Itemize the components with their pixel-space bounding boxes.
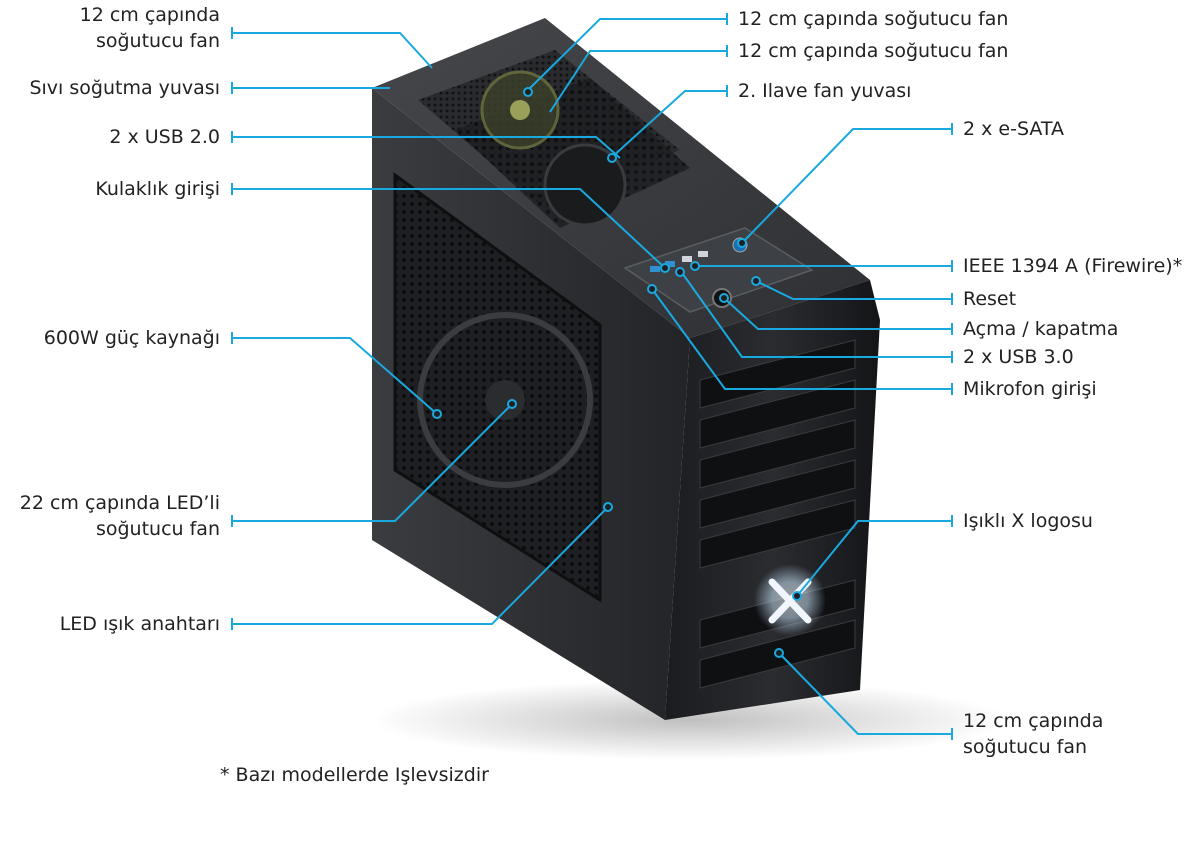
- usb-port-icon: [698, 251, 708, 257]
- label-usb3: 2 x USB 3.0: [963, 346, 1074, 368]
- label-extra-fan: 2. Ilave fan yuvası: [738, 80, 912, 102]
- label-led-switch: LED ışık anahtarı: [59, 613, 220, 635]
- label-liquid-cooling: Sıvı soğutma yuvası: [29, 77, 220, 99]
- leader-target-dots: [432, 87, 802, 658]
- label-top-fan-1: 12 cm çapında soğutucu fan: [738, 8, 1009, 30]
- label-reset: Reset: [963, 288, 1017, 310]
- label-psu: 600W güç kaynağı: [43, 327, 220, 349]
- label-x-logo: Işıklı X logosu: [963, 510, 1093, 532]
- label-headphone: Kulaklık girişi: [95, 178, 220, 200]
- io-panel: [623, 227, 814, 313]
- label-top-fan-2: 12 cm çapında soğutucu fan: [738, 40, 1009, 62]
- label-esata: 2 x e-SATA: [963, 118, 1065, 140]
- label-firewire: IEEE 1394 A (Firewire)*: [963, 255, 1183, 277]
- floor-shadow: [370, 680, 1010, 760]
- leader-end-caps: [231, 13, 953, 740]
- label-power: Açma / kapatma: [963, 318, 1119, 340]
- label-usb2: 2 x USB 2.0: [109, 126, 220, 148]
- usb-port-icon: [650, 266, 660, 272]
- fan-grille-icon: [543, 143, 627, 227]
- leader-lines: [232, 18, 952, 735]
- label-front-fan: 12 cm çapında soğutucu fan: [963, 710, 1104, 758]
- label-top-fan-left: 12 cm çapında soğutucu fan: [79, 4, 220, 52]
- usb-port-icon: [665, 261, 675, 267]
- label-side-fan: 22 cm çapında LED’li soğutucu fan: [19, 492, 220, 540]
- usb-port-icon: [682, 256, 692, 262]
- footnote: * Bazı modellerde Işlevsizdir: [220, 764, 489, 786]
- label-mic: Mikrofon girişi: [963, 378, 1097, 400]
